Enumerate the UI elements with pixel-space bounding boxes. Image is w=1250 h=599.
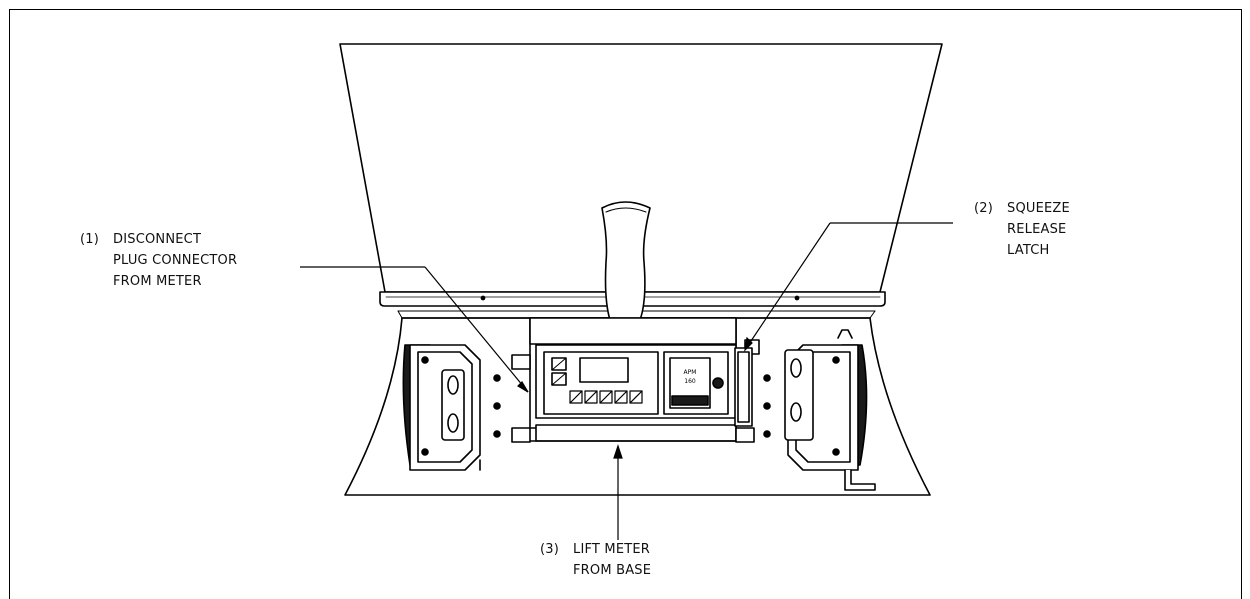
drawing-frame	[9, 9, 1242, 599]
callout-2-number: (2)	[974, 201, 994, 216]
callout-squeeze-latch: (2) SQUEEZE RELEASE LATCH	[974, 198, 1070, 261]
callout-1-line2: PLUG CONNECTOR	[113, 253, 238, 268]
meter-label-line2: 160	[684, 378, 696, 385]
callout-3-number: (3)	[540, 542, 560, 557]
callout-2-line3: LATCH	[1007, 243, 1050, 258]
callout-disconnect-plug: (1) DISCONNECT PLUG CONNECTOR FROM METER	[80, 229, 237, 292]
callout-2-line2: RELEASE	[1007, 222, 1067, 237]
callout-1-line1: DISCONNECT	[113, 232, 202, 247]
meter-label-line1: APM	[684, 369, 697, 376]
callout-lift-meter: (3) LIFT METER FROM BASE	[540, 539, 651, 581]
callout-2-line1: SQUEEZE	[1007, 201, 1070, 216]
callout-1-line3: FROM METER	[113, 274, 202, 289]
lever-handle	[601, 201, 651, 336]
callout-3-line1: LIFT METER	[573, 542, 651, 557]
callout-3-line2: FROM BASE	[573, 563, 652, 578]
left-handle	[402, 344, 481, 471]
right-handle	[784, 329, 876, 491]
leader-lines	[300, 222, 953, 540]
meter-face	[543, 351, 729, 415]
callout-1-number: (1)	[80, 232, 100, 247]
